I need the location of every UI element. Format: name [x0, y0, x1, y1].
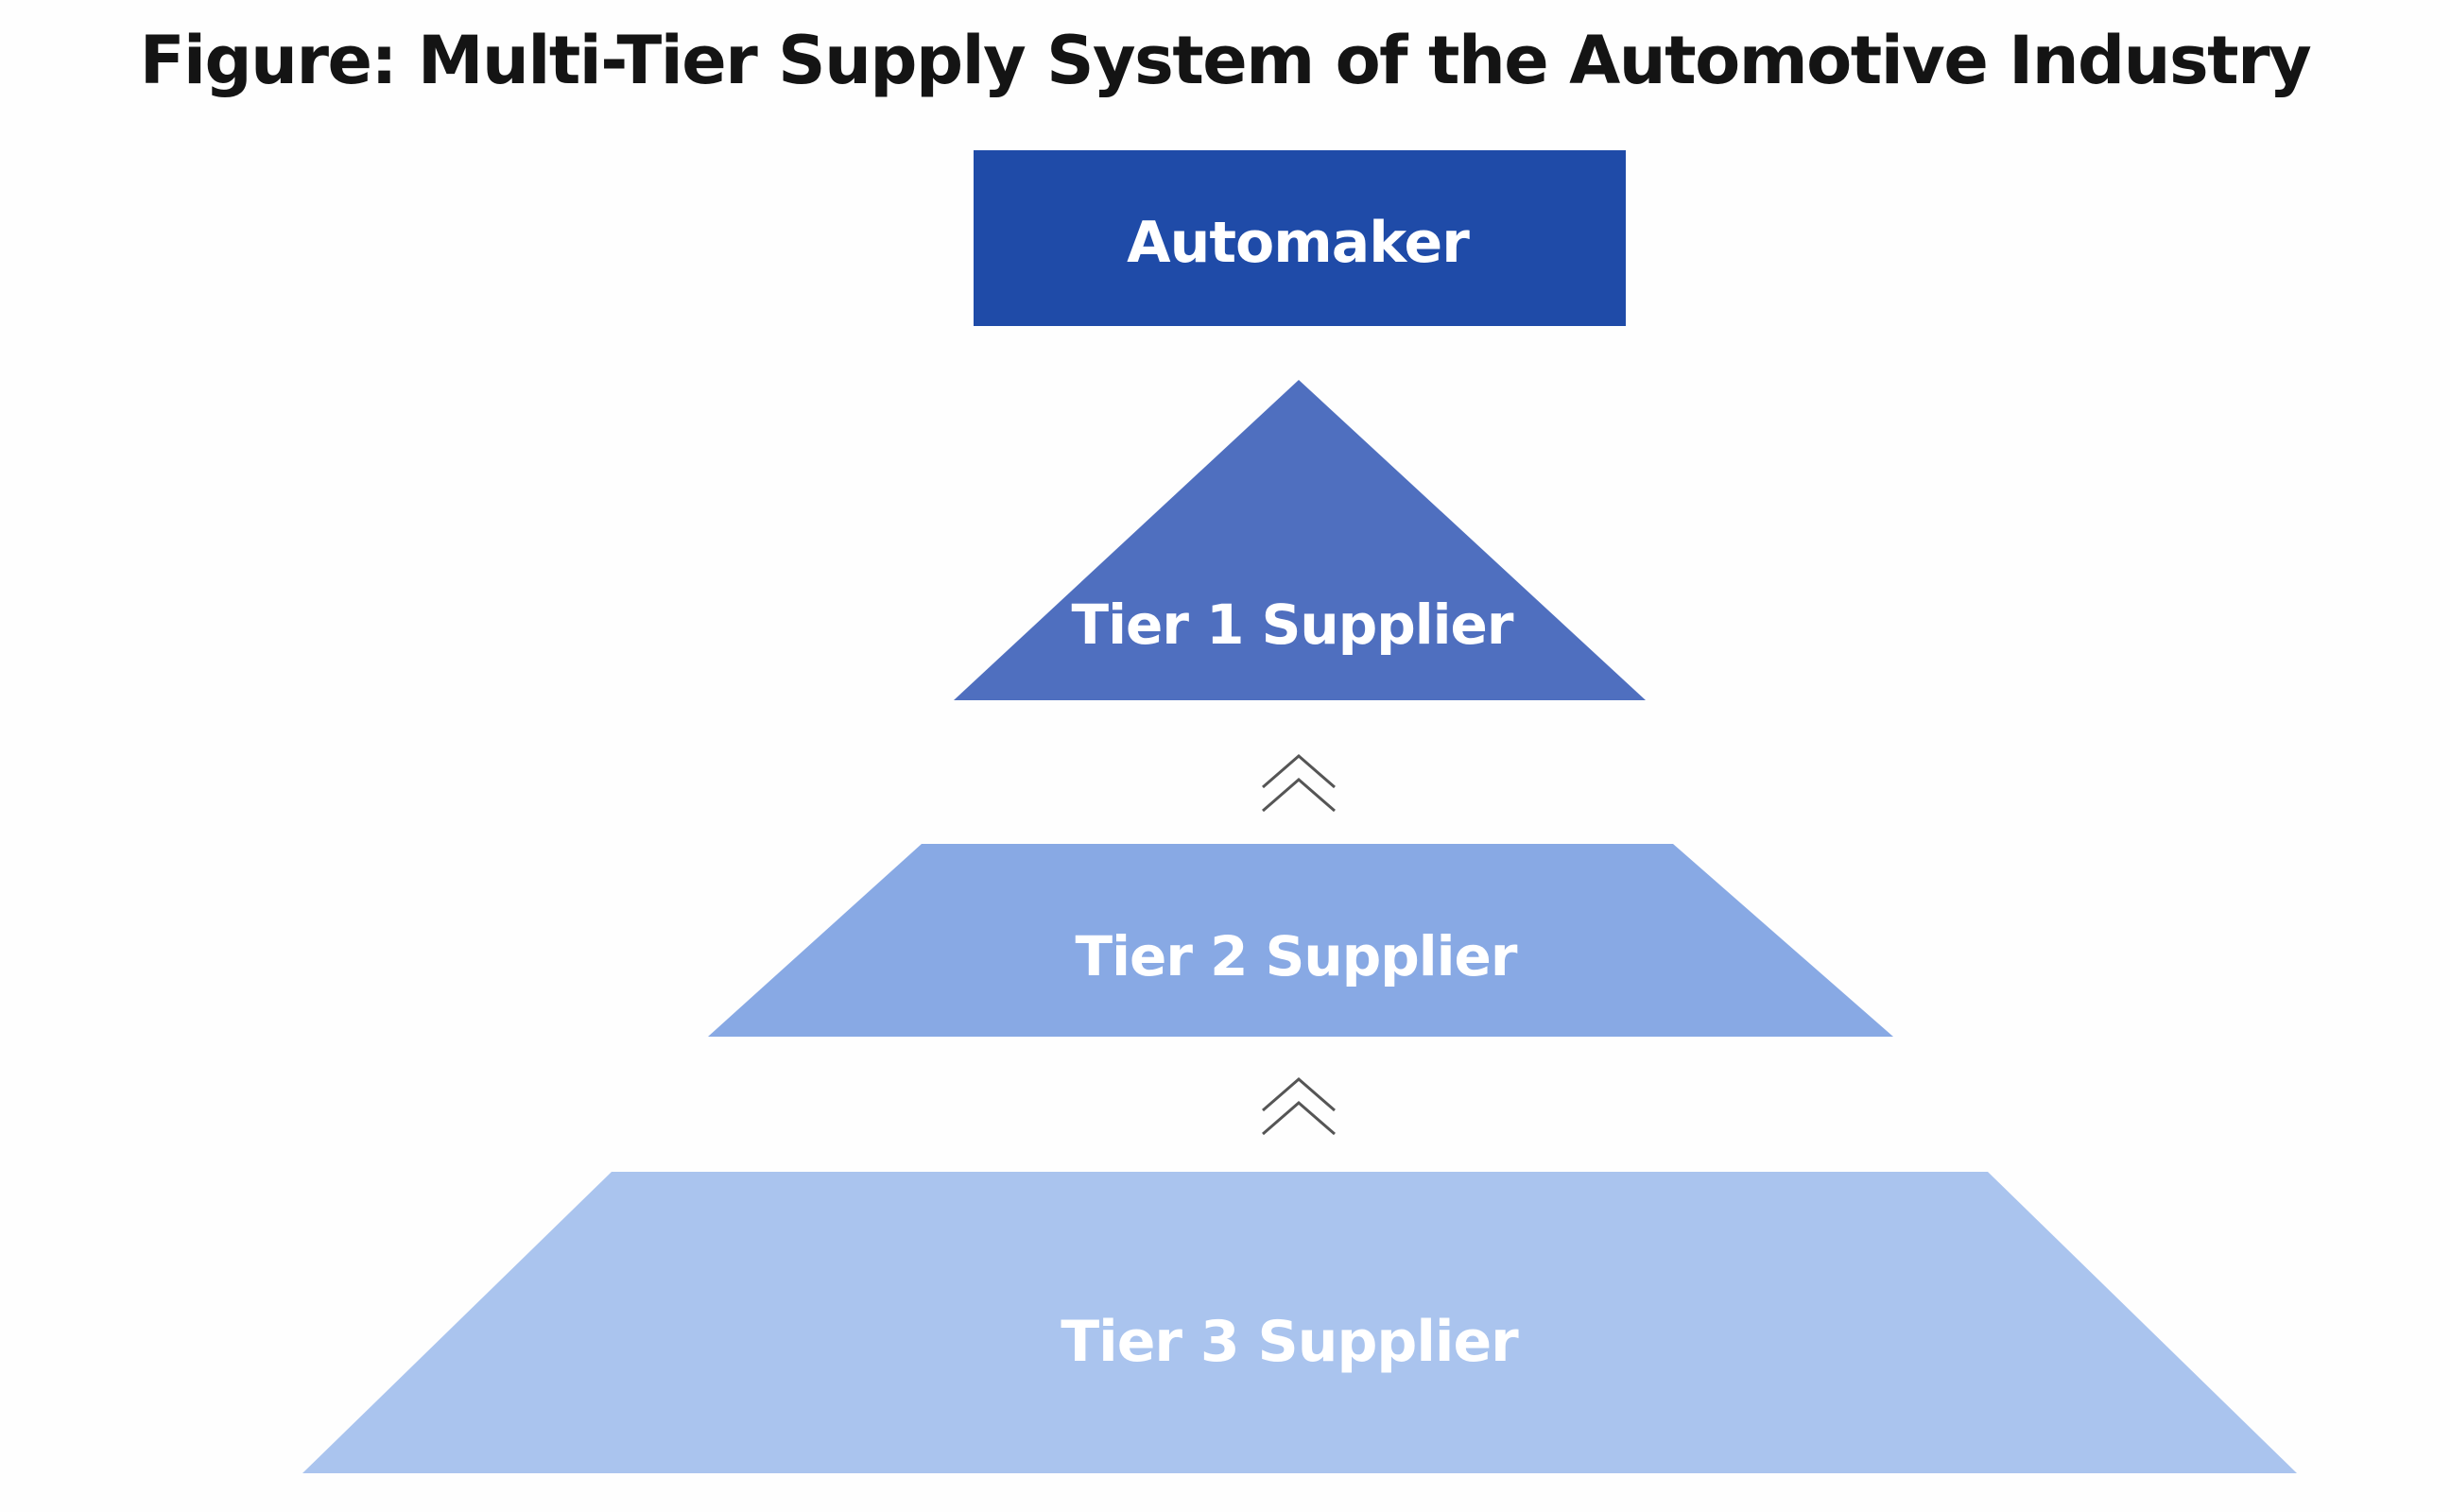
- double-chevron-up-icon: [1262, 754, 1336, 813]
- tier2-label: Tier 2 Supplier: [1076, 924, 1518, 988]
- tier1-label: Tier 1 Supplier: [1072, 593, 1514, 657]
- tier3-label: Tier 3 Supplier: [1061, 1309, 1519, 1375]
- page-title: Figure: Multi-Tier Supply System of the …: [139, 22, 2312, 99]
- tier1-node: Tier 1 Supplier: [954, 380, 1646, 700]
- double-chevron-up-icon: [1262, 1077, 1336, 1136]
- automaker-node: Automaker: [974, 150, 1626, 326]
- tier3-trapezoid: [302, 1172, 2297, 1473]
- automaker-label: Automaker: [1127, 210, 1470, 276]
- automaker-box: [974, 150, 1626, 326]
- tier1-triangle: [954, 380, 1646, 700]
- tier3-node: Tier 3 Supplier: [302, 1172, 2297, 1473]
- tier2-trapezoid: [708, 844, 1893, 1037]
- tier2-node: Tier 2 Supplier: [708, 844, 1893, 1037]
